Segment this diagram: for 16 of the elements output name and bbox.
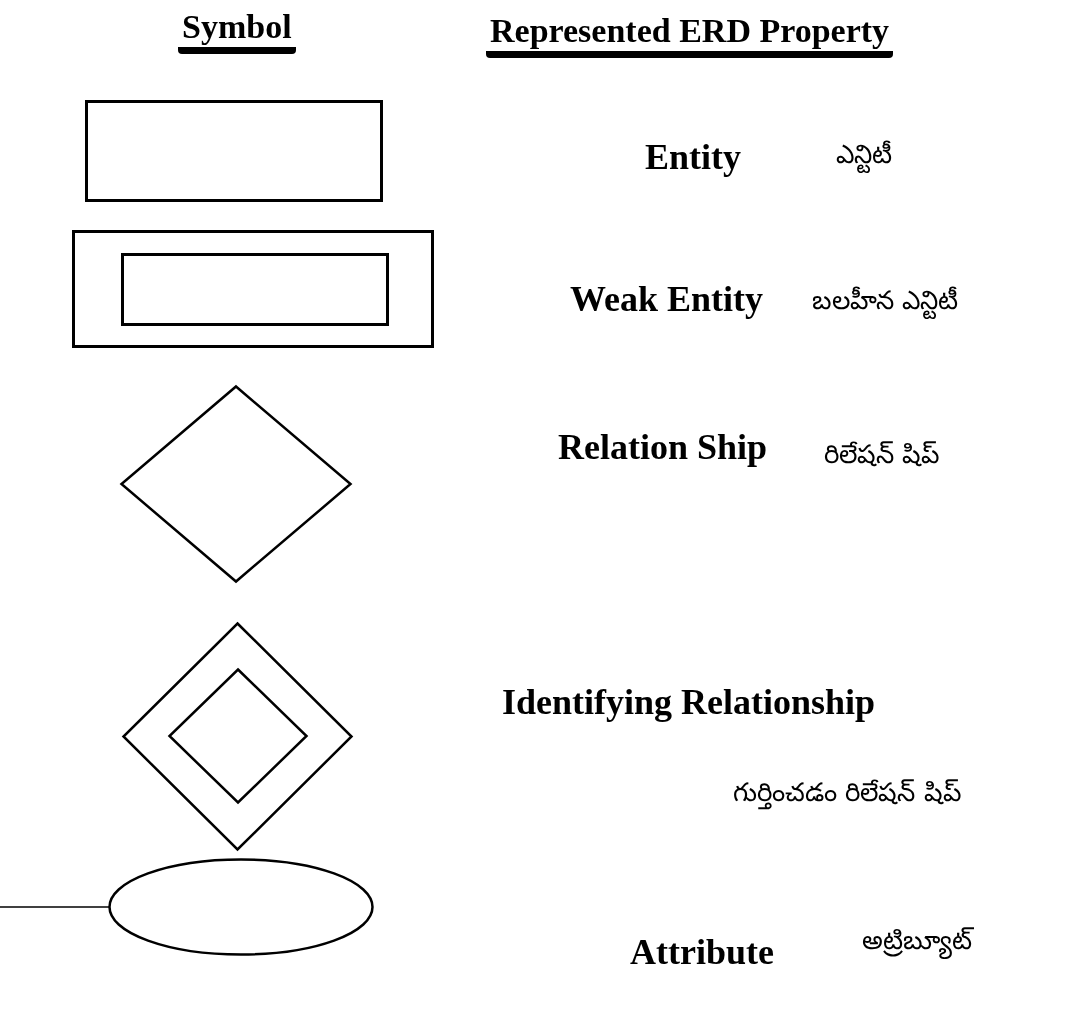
identifying-relationship-outer-diamond: [122, 622, 353, 851]
connector-line: [0, 906, 110, 908]
property-name: Entity: [645, 138, 741, 178]
identifying-relationship-inner-diamond: [168, 668, 308, 804]
weak-entity-outer-rectangle: [72, 230, 434, 348]
relationship-diamond: [120, 385, 352, 583]
entity-rectangle: [85, 100, 383, 202]
column-header: Symbol: [178, 8, 296, 55]
weak-entity-inner-rectangle: [121, 253, 389, 326]
property-translation: రిలేషన్ షిప్: [824, 440, 940, 469]
column-header: Represented ERD Property: [486, 12, 894, 59]
property-name: Identifying Relationship: [502, 683, 876, 723]
attribute-ellipse: [108, 858, 374, 956]
property-name: Attribute: [630, 933, 774, 973]
property-name: Weak Entity: [570, 280, 764, 320]
property-name: Relation Ship: [558, 428, 768, 468]
